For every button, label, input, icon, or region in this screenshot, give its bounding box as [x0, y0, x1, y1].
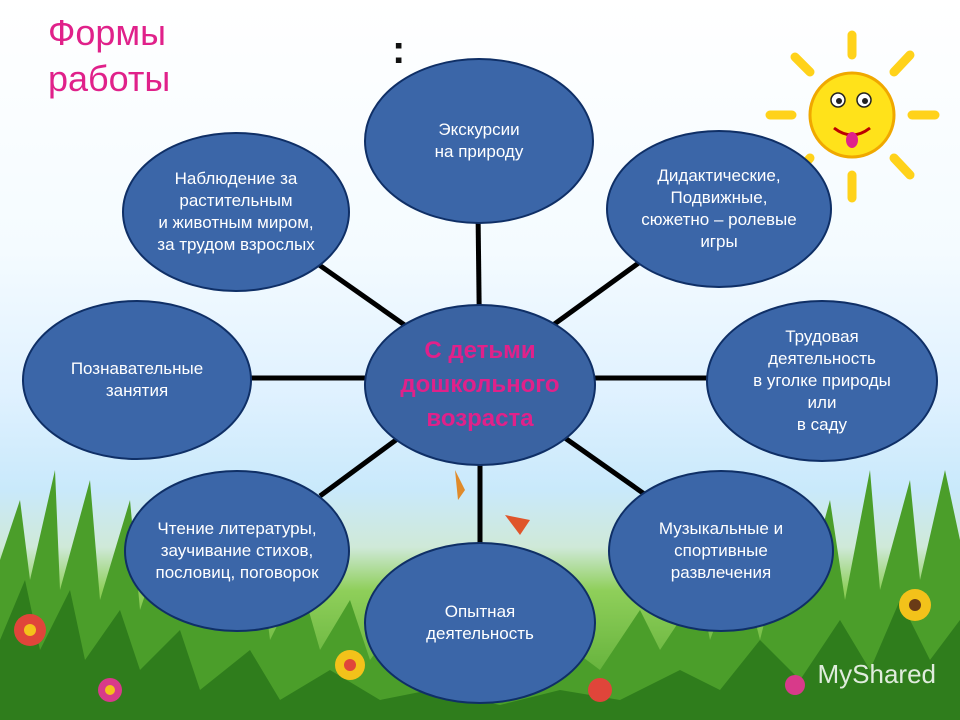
- flowers-decoration: [14, 589, 931, 702]
- watermark: MyShared: [817, 659, 937, 689]
- node-labor: Трудовая деятельность в уголке природы и…: [706, 300, 938, 462]
- node-excursions: Экскурсии на природу: [364, 58, 594, 224]
- title-line-1: Формы: [48, 12, 167, 53]
- slide-title: Формы работы: [48, 10, 170, 102]
- grass-decoration: [0, 470, 960, 720]
- title-line-2: работы: [48, 58, 171, 99]
- node-center: С детьми дошкольного возраста: [364, 304, 596, 466]
- node-cognitive: Познавательные занятия: [22, 300, 252, 460]
- butterfly-icon: [455, 470, 530, 535]
- sun-icon: [765, 30, 940, 203]
- node-observation: Наблюдение за растительным и животным ми…: [122, 132, 350, 292]
- node-games: Дидактические, Подвижные, сюжетно – роле…: [606, 130, 832, 288]
- node-reading: Чтение литературы, заучивание стихов, по…: [124, 470, 350, 632]
- title-colon: :: [392, 28, 406, 72]
- node-music-sport: Музыкальные и спортивные развлечения: [608, 470, 834, 632]
- node-experiments: Опытная деятельность: [364, 542, 596, 704]
